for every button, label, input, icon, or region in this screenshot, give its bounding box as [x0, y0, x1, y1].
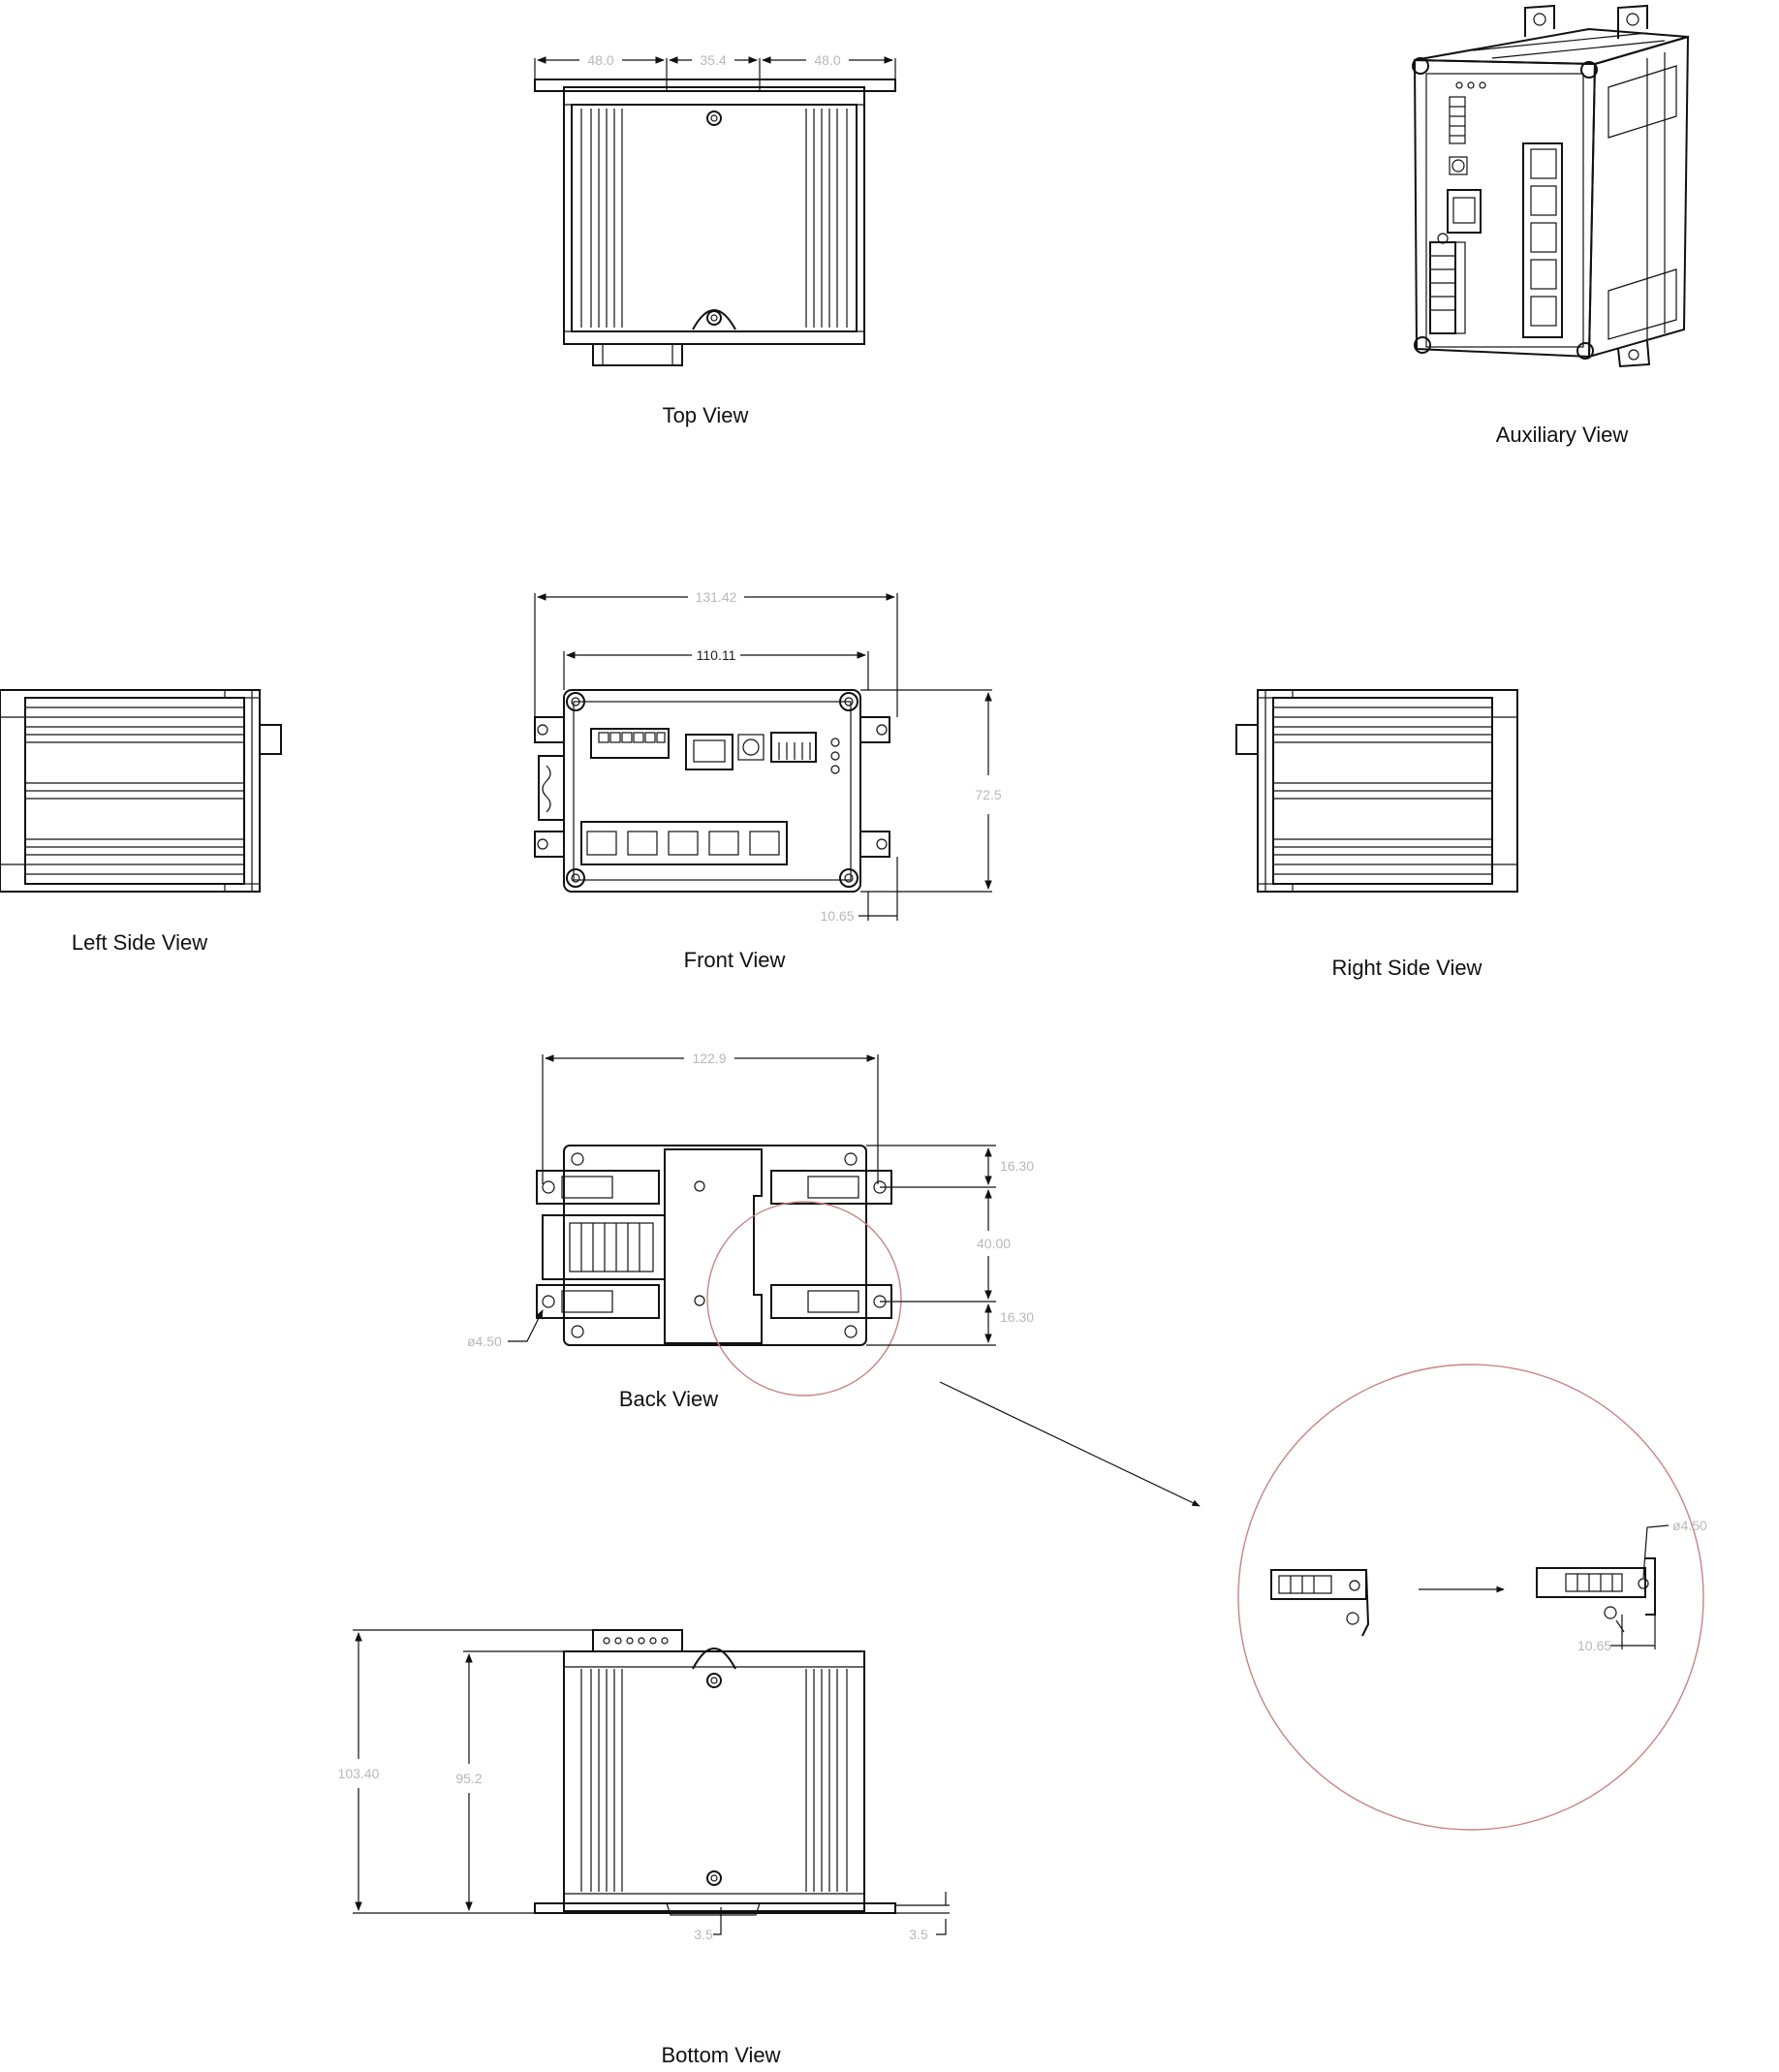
- dim-back-bottom-gap: 16.30: [1000, 1309, 1034, 1325]
- dim-top-left: 48.0: [587, 52, 613, 68]
- detail-pointer-arrow: [939, 1381, 1201, 1507]
- detail-view: ø4.50 10.65: [1237, 1364, 1707, 1831]
- dim-back-mid-gap: 40.00: [977, 1236, 1011, 1251]
- bottom-view-right-fins: [805, 1669, 848, 1892]
- dim-bottom-total-height: 103.40: [338, 1766, 380, 1781]
- dim-front-overall-width: 131.42: [696, 589, 737, 605]
- dim-top-mid: 35.4: [700, 52, 726, 68]
- dim-bottom-right-step: 3.5: [909, 1927, 928, 1942]
- back-view: 122.9 16.30 40.00 16.30 ø4.50 Back View: [467, 1051, 1034, 1411]
- auxiliary-view: Auxiliary View: [1412, 4, 1690, 447]
- top-view-right-fins: [805, 109, 848, 328]
- dim-front-inner-width: 110.11: [697, 647, 736, 663]
- dim-back-top-gap: 16.30: [1000, 1158, 1034, 1174]
- dim-detail-hole: ø4.50: [1672, 1518, 1707, 1533]
- dim-bottom-body-height: 95.2: [455, 1771, 482, 1786]
- left-side-view-label: Left Side View: [72, 930, 207, 955]
- dim-top-right: 48.0: [814, 52, 840, 68]
- front-view: 131.42 110.11 72.5 10.65 Front View: [534, 589, 1002, 972]
- front-view-label: Front View: [684, 948, 786, 972]
- top-view-label: Top View: [663, 403, 749, 427]
- back-view-label: Back View: [619, 1387, 718, 1411]
- dim-front-height: 72.5: [975, 787, 1001, 802]
- right-side-view: Right Side View: [1235, 689, 1518, 980]
- auxiliary-view-label: Auxiliary View: [1496, 423, 1629, 447]
- bottom-view-left-fins: [580, 1669, 623, 1892]
- dim-back-width: 122.9: [692, 1051, 726, 1066]
- dim-detail-offset: 10.65: [1577, 1638, 1611, 1653]
- bottom-view: 103.40 95.2 3.5 3.5 Bottom View: [338, 1629, 950, 2067]
- left-side-view: Left Side View: [0, 689, 282, 955]
- dim-front-offset: 10.65: [820, 908, 854, 924]
- top-view: 48.0 35.4 48.0 Top View: [534, 52, 896, 427]
- top-view-left-fins: [580, 109, 623, 328]
- bottom-view-label: Bottom View: [661, 2043, 780, 2067]
- right-side-view-label: Right Side View: [1332, 956, 1482, 980]
- dim-bottom-left-step: 3.5: [694, 1927, 713, 1942]
- dim-back-hole: ø4.50: [467, 1334, 502, 1349]
